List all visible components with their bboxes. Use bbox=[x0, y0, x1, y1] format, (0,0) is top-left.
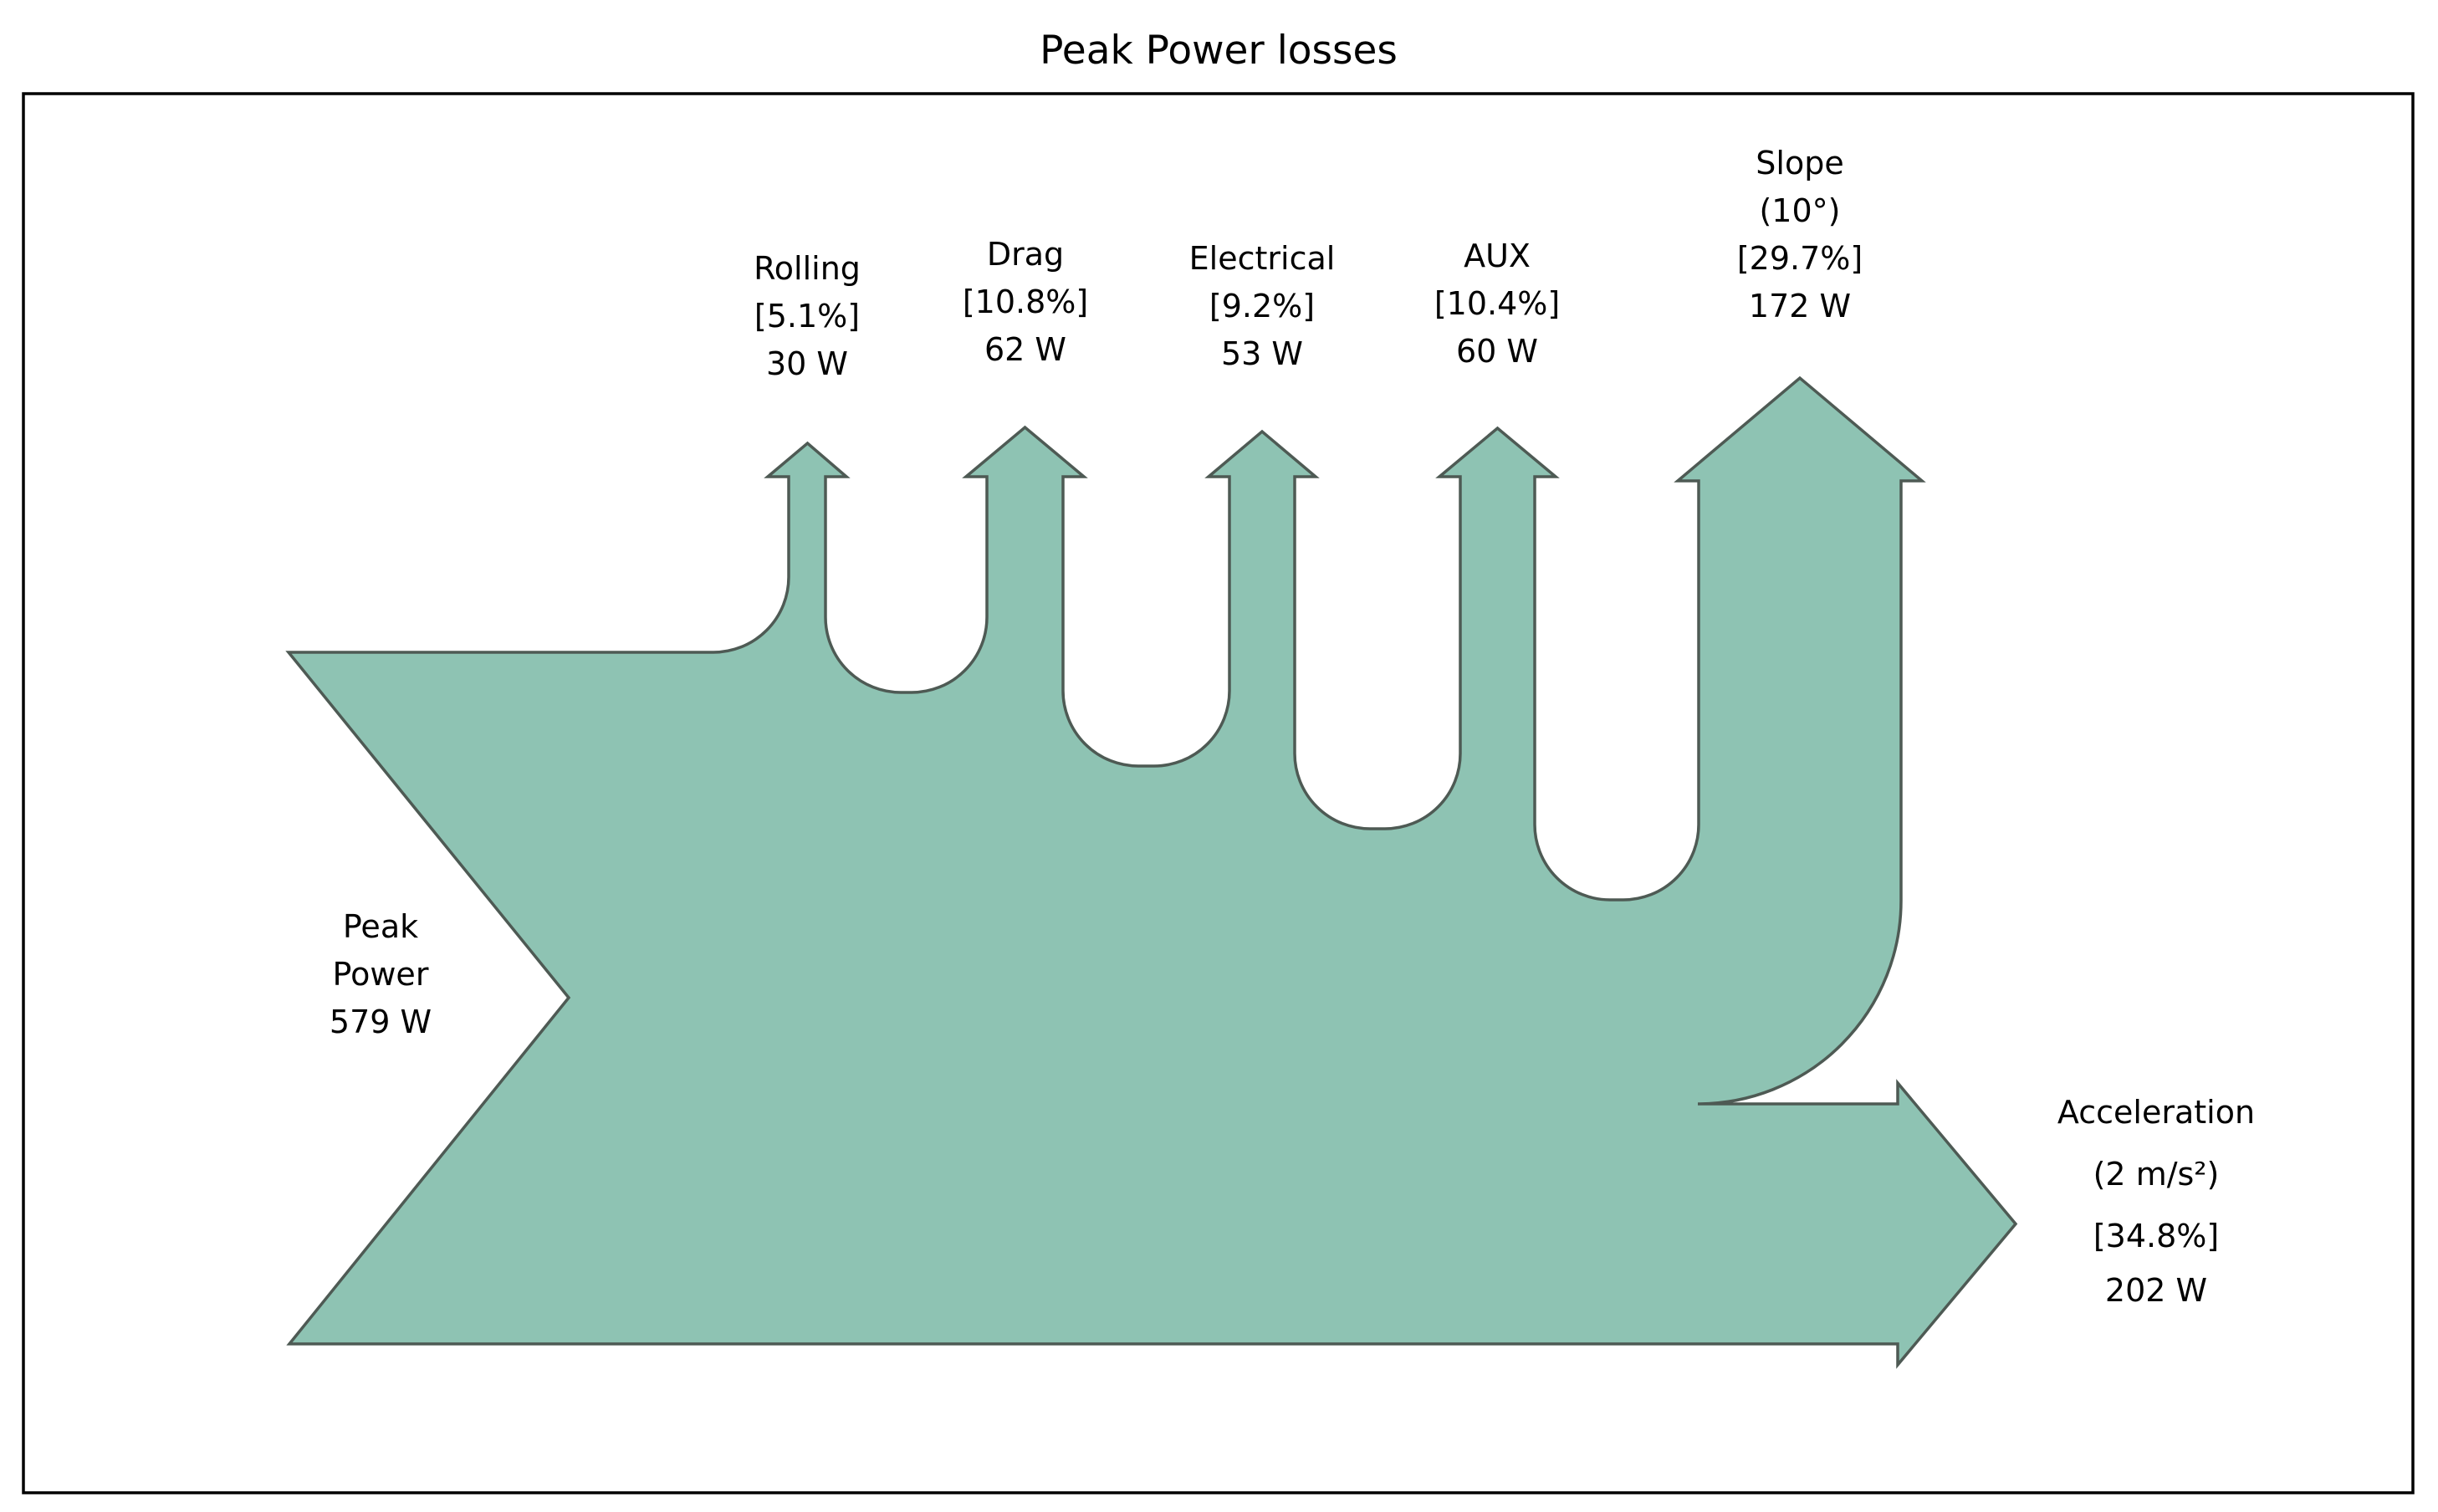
flow-label-drag: Drag [10.8%] 62 W bbox=[963, 236, 1088, 368]
sankey-flow-shape bbox=[285, 375, 2018, 1369]
flow-label-line: 62 W bbox=[984, 331, 1066, 368]
flow-label-line: [9.2%] bbox=[1209, 288, 1315, 324]
flow-label-line: 53 W bbox=[1221, 335, 1303, 372]
flow-label-line: [29.7%] bbox=[1737, 240, 1863, 277]
flow-label-acceleration: Acceleration (2 m/s²) [34.8%] 202 W bbox=[2057, 1094, 2255, 1309]
flow-label-line: [10.8%] bbox=[963, 284, 1088, 320]
flow-label-line: Power bbox=[333, 956, 429, 993]
flow-label-line: 172 W bbox=[1749, 288, 1851, 324]
flow-label-line: Electrical bbox=[1189, 240, 1336, 277]
flow-label-line: 60 W bbox=[1456, 333, 1538, 370]
flow-label-line: Peak bbox=[343, 908, 418, 945]
flow-label-peak-power: Peak Power 579 W bbox=[330, 908, 432, 1040]
flow-label-line: 202 W bbox=[2105, 1272, 2207, 1309]
flow-label-line: [34.8%] bbox=[2093, 1218, 2219, 1254]
flow-label-line: 30 W bbox=[766, 345, 848, 382]
flow-label-line: Slope bbox=[1756, 145, 1843, 181]
flow-label-rolling: Rolling [5.1%] 30 W bbox=[754, 250, 861, 382]
flow-label-slope: Slope (10°) [29.7%] 172 W bbox=[1737, 145, 1863, 324]
flow-label-line: 579 W bbox=[330, 1004, 432, 1040]
flow-label-aux: AUX [10.4%] 60 W bbox=[1434, 238, 1560, 370]
flow-label-line: AUX bbox=[1464, 238, 1531, 274]
flow-label-line: [5.1%] bbox=[754, 298, 860, 335]
flow-label-electrical: Electrical [9.2%] 53 W bbox=[1189, 240, 1336, 372]
flow-label-line: Drag bbox=[987, 236, 1064, 273]
flow-label-line: (2 m/s²) bbox=[2093, 1156, 2220, 1193]
flow-label-line: Rolling bbox=[754, 250, 861, 287]
flow-label-line: Acceleration bbox=[2057, 1094, 2255, 1131]
plot-frame bbox=[22, 92, 2415, 1494]
chart-title: Peak Power losses bbox=[1040, 28, 1398, 74]
flow-label-line: [10.4%] bbox=[1434, 285, 1560, 322]
flow-label-line: (10°) bbox=[1759, 192, 1840, 229]
